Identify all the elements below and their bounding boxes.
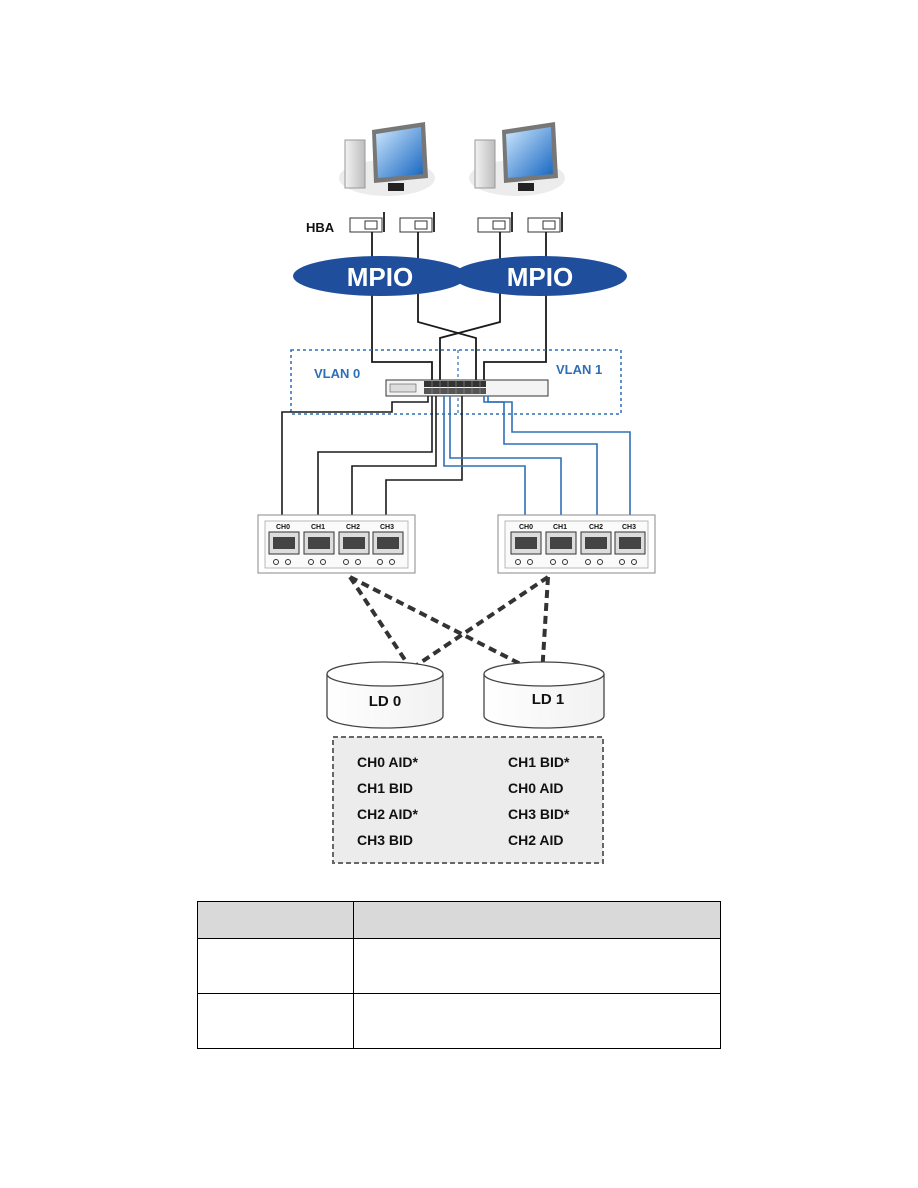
- table-cell: [353, 938, 721, 994]
- controller-port: [510, 531, 542, 565]
- table-cell: [197, 938, 354, 994]
- hba-card-icon: [527, 212, 563, 233]
- mpio-right-label: MPIO: [507, 262, 573, 292]
- ld-mapping-links: [348, 575, 550, 677]
- port-label: CH1: [553, 524, 567, 531]
- mapping-left-item: CH0 AID*: [357, 754, 418, 770]
- hba-card-icon: [477, 212, 513, 233]
- logical-drive-1: LD 1: [483, 661, 605, 729]
- table-cell: [353, 993, 721, 1049]
- host-computer-right: [469, 122, 565, 196]
- host-computer-left: [339, 122, 435, 196]
- mapping-right-item: CH2 AID: [508, 832, 564, 848]
- mapping-right-item: CH1 BID*: [508, 754, 570, 770]
- port-label: CH3: [622, 524, 636, 531]
- mapping-right-item: CH3 BID*: [508, 806, 570, 822]
- ld1-label: LD 1: [532, 691, 565, 708]
- mapping-left-item: CH1 BID: [357, 780, 413, 796]
- port-label: CH3: [380, 524, 394, 531]
- table-row: [197, 938, 721, 994]
- mapping-left-item: CH3 BID: [357, 832, 413, 848]
- mapping-right-item: CH0 AID: [508, 780, 564, 796]
- storage-controller-left: CH0 CH1 CH2 CH3: [257, 514, 416, 574]
- controller-port: [580, 531, 612, 565]
- hba-label: HBA: [306, 220, 335, 235]
- table-header-cell: [197, 901, 354, 939]
- controller-port: [614, 531, 646, 565]
- port-label: CH0: [276, 524, 290, 531]
- controller-port: [268, 531, 300, 565]
- mapping-left-item: CH2 AID*: [357, 806, 418, 822]
- vlan1-links: [443, 396, 631, 528]
- table-row: [197, 993, 721, 1049]
- table-cell: [197, 993, 354, 1049]
- controller-port: [545, 531, 577, 565]
- table-header-row: [197, 901, 721, 939]
- hba-card-icon: [399, 212, 435, 233]
- storage-controller-right: CH0 CH1 CH2 CH3: [497, 514, 656, 574]
- host-links: [371, 232, 547, 380]
- table-header-cell: [353, 901, 721, 939]
- info-table: [197, 901, 721, 1049]
- vlan1-label: VLAN 1: [556, 362, 602, 377]
- mpio-left: MPIO: [293, 256, 467, 296]
- controller-port: [303, 531, 335, 565]
- port-label: CH2: [589, 524, 603, 531]
- network-switch: [385, 379, 549, 397]
- controller-port: [372, 531, 404, 565]
- id-mapping-box: CH0 AID* CH1 BID CH2 AID* CH3 BID CH1 BI…: [332, 736, 604, 864]
- port-label: CH0: [519, 524, 533, 531]
- ld0-label: LD 0: [369, 693, 402, 710]
- port-label: CH1: [311, 524, 325, 531]
- mpio-right: MPIO: [453, 256, 627, 296]
- port-label: CH2: [346, 524, 360, 531]
- vlan0-label: VLAN 0: [314, 366, 360, 381]
- hba-card-icon: [349, 212, 385, 233]
- vlan0-links: [281, 396, 463, 528]
- controller-port: [338, 531, 370, 565]
- logical-drive-0: LD 0: [326, 661, 444, 729]
- mpio-left-label: MPIO: [347, 262, 413, 292]
